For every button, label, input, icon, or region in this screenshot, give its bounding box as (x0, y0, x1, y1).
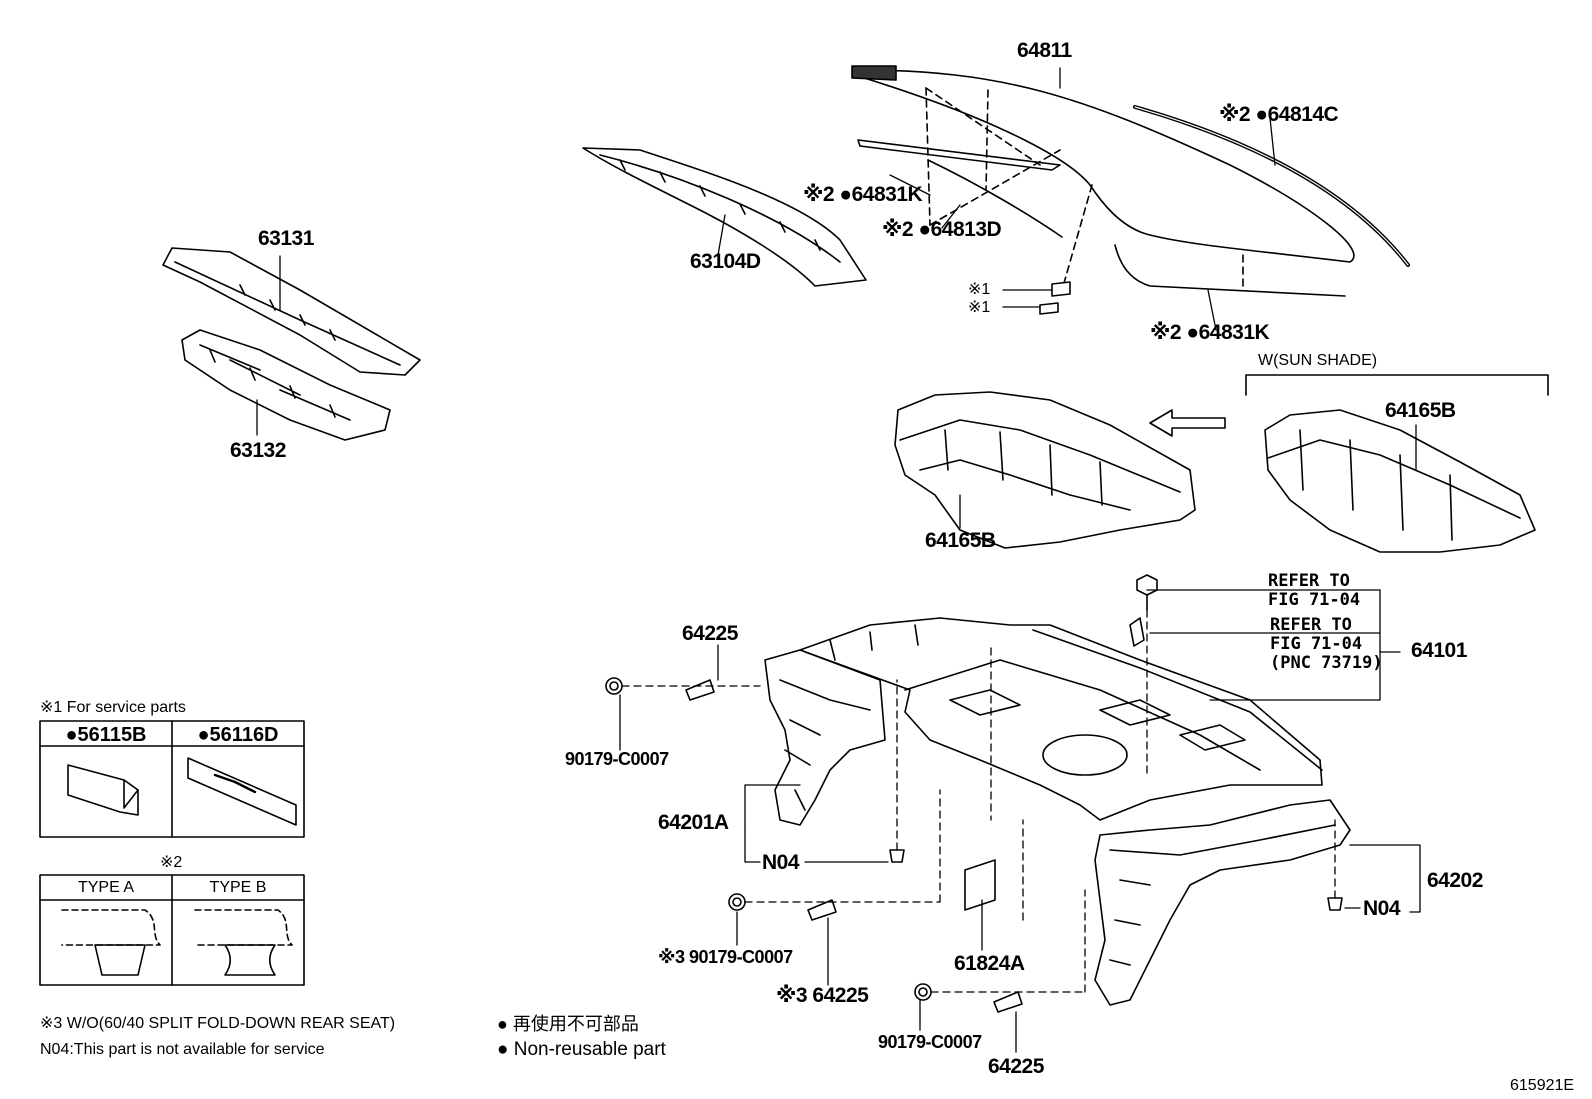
label-refer-1-line-2: FIG 71-04 (1268, 590, 1361, 610)
package-tray-silencer-64165b (894, 391, 1196, 549)
service-box-col-1: ●56115B (65, 724, 147, 746)
label-refer-2-line-3: (PNC 73719) (1270, 653, 1383, 673)
roof-panel-brace-63131 (162, 247, 421, 376)
package-tray-silencer-sunshade-64165b (1264, 409, 1536, 553)
label-90179-top: 90179-C0007 (565, 749, 669, 769)
label-64813d: ※2 ●64813D (882, 218, 1002, 241)
label-sun-shade: W(SUN SHADE) (1258, 352, 1378, 369)
quarter-inner-panel-64202 (1094, 799, 1351, 1006)
label-61824a: 61824A (954, 952, 1025, 975)
label-64165b-left: 64165B (925, 529, 996, 552)
direction-arrow (1149, 409, 1226, 437)
label-90179-mid: ※3 90179-C0007 (658, 947, 793, 967)
label-note1-a: ※1 (968, 281, 991, 298)
package-tray-panel-64101 (799, 617, 1323, 821)
label-63132: 63132 (230, 439, 286, 462)
roof-panel-brace-63132 (181, 329, 391, 441)
label-64831k-top: ※2 ●64831K (803, 183, 923, 206)
clip-64225-bottom (993, 991, 1023, 1013)
label-64811: 64811 (1017, 39, 1072, 62)
label-refer-2-line-1: REFER TO (1270, 615, 1352, 635)
quarter-inner-panel-64201a (764, 649, 886, 826)
plug-n04-right (1327, 897, 1343, 911)
label-refer-2-line-2: FIG 71-04 (1270, 634, 1363, 654)
type-box-col-2: TYPE B (209, 879, 267, 896)
footnote-jp: ● 再使用不可部品 (497, 1014, 639, 1034)
label-n04-right: N04 (1363, 897, 1401, 920)
label-90179-bottom: 90179-C0007 (878, 1032, 982, 1052)
label-64814c: ※2 ●64814C (1219, 103, 1339, 126)
service-box-col-2: ●56116D (197, 724, 279, 746)
label-64165b-right: 64165B (1385, 399, 1456, 422)
nut-90179-bottom (914, 983, 932, 1001)
service-clip-parts (1039, 281, 1071, 315)
footnote-n04: N04:This part is not available for servi… (40, 1041, 325, 1058)
label-63131: 63131 (258, 227, 314, 250)
rear-window-glass-part (851, 65, 1410, 297)
label-n04-left: N04 (762, 851, 800, 874)
glass-dashed-leaders (925, 87, 1244, 291)
label-63104d: 63104D (690, 250, 761, 273)
label-64225-top: 64225 (682, 622, 738, 645)
type-box-title: ※2 (160, 854, 183, 871)
dashed-leaders (621, 609, 1336, 993)
plug-n04-left (889, 849, 905, 863)
label-64101: 64101 (1411, 639, 1467, 662)
footnote-3: ※3 W/O(60/40 SPLIT FOLD-DOWN REAR SEAT) (40, 1015, 396, 1032)
label-refer-1-line-1: REFER TO (1268, 571, 1350, 591)
sun-shade-bracket (1245, 374, 1549, 396)
bracket-61824a (964, 859, 996, 911)
service-parts-box (39, 720, 305, 838)
bolt-refer-top (1136, 574, 1158, 611)
nut-90179-top (605, 677, 623, 695)
service-box-title: ※1 For service parts (40, 699, 186, 716)
label-64201a: 64201A (658, 811, 729, 834)
label-64225-bottom: 64225 (988, 1055, 1044, 1078)
type-box (39, 874, 305, 986)
footnote-en: ● Non-reusable part (497, 1039, 666, 1060)
diagram-id: 615921E (1510, 1077, 1575, 1094)
label-note1-b: ※1 (968, 299, 991, 316)
label-64225-mid: ※3 64225 (776, 984, 869, 1007)
label-64831k-bottom: ※2 ●64831K (1150, 321, 1270, 344)
solid-leaders (256, 67, 1421, 1053)
bracket-refer-pnc (1129, 617, 1145, 647)
clip-64225-top (685, 679, 715, 701)
clip-64225-mid (807, 899, 837, 921)
label-64202: 64202 (1427, 869, 1483, 892)
type-box-col-1: TYPE A (77, 879, 135, 896)
nut-90179-mid (728, 893, 746, 911)
